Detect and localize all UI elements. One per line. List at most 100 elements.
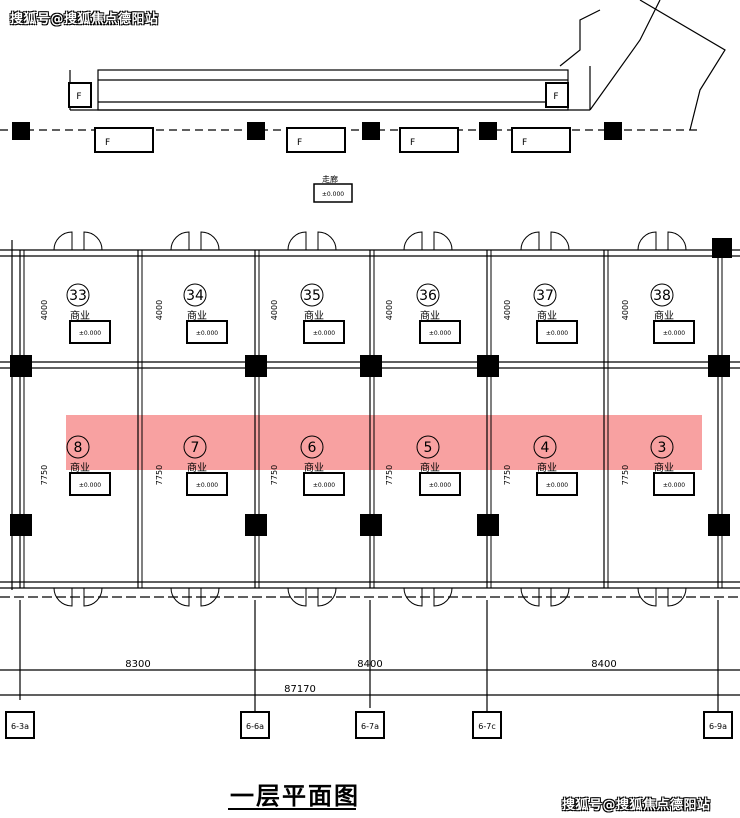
door-swing [200, 231, 220, 251]
structural-column [604, 122, 622, 140]
unit-number: 5 [424, 440, 433, 456]
structural-column [712, 238, 732, 258]
structural-column [477, 355, 499, 377]
axis-tag: 6-3a [11, 722, 29, 731]
structural-column [479, 122, 497, 140]
level-tag-box [186, 320, 228, 344]
structural-column [247, 122, 265, 140]
unit-number-circle [650, 283, 674, 307]
level-tag-box [536, 472, 578, 496]
unit-number-circle [650, 435, 674, 459]
structural-column [360, 355, 382, 377]
dim-south-depth: 7750 [385, 465, 394, 485]
door-swing [667, 587, 687, 607]
unit-number: 35 [303, 288, 321, 304]
level-tag-box [653, 320, 695, 344]
level-tag-box [419, 320, 461, 344]
structural-column [245, 514, 267, 536]
watermark-top: 搜狐号@搜狐焦点德阳站 [10, 12, 159, 27]
level-tag: ±0.000 [196, 330, 218, 337]
unit-number: 8 [74, 440, 83, 456]
dim-total: 87170 [284, 684, 316, 695]
unit-number-circle [533, 283, 557, 307]
unit-use-label: 商业 [187, 309, 207, 322]
level-tag: ±0.000 [313, 482, 335, 489]
level-tag-box [69, 320, 111, 344]
unit-number-circle [66, 283, 90, 307]
unit-use-label: 商业 [654, 309, 674, 322]
unit-use-label: 商业 [654, 461, 674, 474]
level-tag: ±0.000 [79, 482, 101, 489]
dim-north-depth: 4000 [40, 300, 49, 320]
unit-number-circle [183, 283, 207, 307]
structural-column [477, 514, 499, 536]
level-tag-box [186, 472, 228, 496]
level-tag: ±0.000 [79, 330, 101, 337]
axis-tag: 6-9a [709, 722, 727, 731]
axis-tag-box [5, 711, 35, 739]
unit-use-label: 商业 [70, 461, 90, 474]
level-tag-box [419, 472, 461, 496]
unit-number: 6 [308, 440, 317, 456]
door-swing [433, 231, 453, 251]
door-swing [667, 231, 687, 251]
door-swing [287, 231, 307, 251]
dim-south-depth: 7750 [270, 465, 279, 485]
level-tag-box [536, 320, 578, 344]
door-swing [287, 587, 307, 607]
level-tag: ±0.000 [196, 482, 218, 489]
unit-number-circle [66, 435, 90, 459]
stair-label: F [553, 92, 558, 102]
axis-tag: 6-7c [478, 722, 495, 731]
unit-number: 3 [658, 440, 667, 456]
level-tag: ±0.000 [313, 330, 335, 337]
level-tag-box [303, 320, 345, 344]
fire-door-tag [511, 127, 571, 153]
unit-number-circle [416, 435, 440, 459]
stair-block [97, 69, 569, 111]
dim-north-depth: 4000 [155, 300, 164, 320]
dim-north-depth: 4000 [621, 300, 630, 320]
unit-use-label: 商业 [304, 309, 324, 322]
unit-number-circle [416, 283, 440, 307]
stair-end-box [68, 82, 92, 108]
dim-north-depth: 4000 [270, 300, 279, 320]
unit-number-circle [183, 435, 207, 459]
fire-door-label: F [522, 138, 527, 148]
fire-door-tag [94, 127, 154, 153]
structural-column [12, 122, 30, 140]
door-swing [170, 587, 190, 607]
door-swing [170, 231, 190, 251]
door-swing [403, 587, 423, 607]
unit-number-circle [300, 435, 324, 459]
dim-south-depth: 7750 [40, 465, 49, 485]
unit-number-circle [533, 435, 557, 459]
unit-number: 7 [191, 440, 200, 456]
unit-use-label: 商业 [420, 309, 440, 322]
door-swing [637, 587, 657, 607]
level-tag: ±0.000 [429, 482, 451, 489]
level-tag-box [303, 472, 345, 496]
unit-use-label: 商业 [537, 461, 557, 474]
unit-number-circle [300, 283, 324, 307]
unit-use-label: 商业 [187, 461, 207, 474]
level-tag: ±0.000 [429, 330, 451, 337]
door-swing [200, 587, 220, 607]
structural-column [10, 355, 32, 377]
corridor-level-box [313, 183, 353, 203]
door-swing [403, 231, 423, 251]
dim-north-depth: 4000 [503, 300, 512, 320]
structural-column [10, 514, 32, 536]
page-title: 一层平面图 [230, 782, 360, 810]
level-tag: ±0.000 [663, 330, 685, 337]
unit-number: 4 [541, 440, 550, 456]
unit-number: 34 [186, 288, 204, 304]
structural-column [708, 514, 730, 536]
corridor-label: 走廊 [322, 174, 338, 184]
door-swing [433, 587, 453, 607]
dim-north-depth: 4000 [385, 300, 394, 320]
level-tag: ±0.000 [546, 482, 568, 489]
door-swing [520, 587, 540, 607]
unit-use-label: 商业 [537, 309, 557, 322]
door-swing [637, 231, 657, 251]
